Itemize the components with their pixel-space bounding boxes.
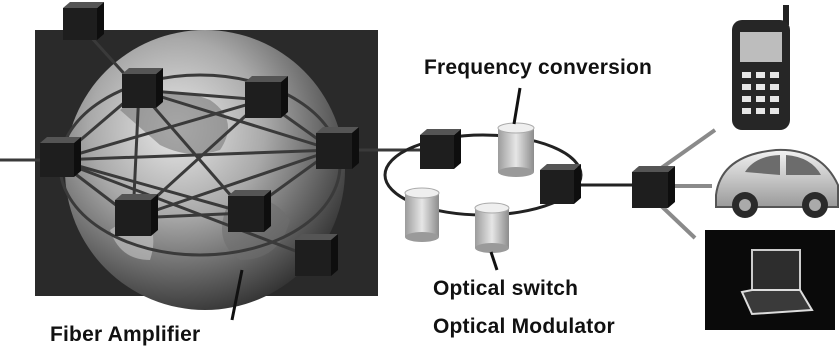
car-icon	[715, 148, 839, 218]
optical-component-cylinder-icon	[404, 187, 440, 242]
access-node-cube-icon	[632, 166, 675, 208]
fiber-amplifier-label: Fiber Amplifier	[50, 323, 201, 346]
network-node-cube-icon	[245, 76, 288, 118]
network-node-cube-icon	[228, 190, 271, 232]
frequency-conversion-label: Frequency conversion	[424, 56, 653, 79]
network-node-cube-icon	[63, 2, 104, 40]
network-node-cube-icon	[420, 129, 461, 169]
network-node-cube-icon	[122, 68, 163, 108]
mobile-phone-icon	[732, 5, 790, 130]
laptop-icon	[705, 230, 835, 330]
network-node-cube-icon	[40, 137, 81, 177]
optical-modulator-label: Optical Modulator	[433, 315, 615, 338]
network-node-cube-icon	[295, 234, 338, 276]
network-node-cube-icon	[115, 194, 158, 236]
optical-switch-label: Optical switch	[433, 277, 579, 300]
network-node-cube-icon	[316, 127, 359, 169]
frequency-converter-cylinder-icon	[497, 122, 535, 177]
network-node-cube-icon	[540, 164, 581, 204]
annotation-arrows	[230, 87, 522, 321]
optical-switch-cylinder-icon	[474, 202, 510, 253]
